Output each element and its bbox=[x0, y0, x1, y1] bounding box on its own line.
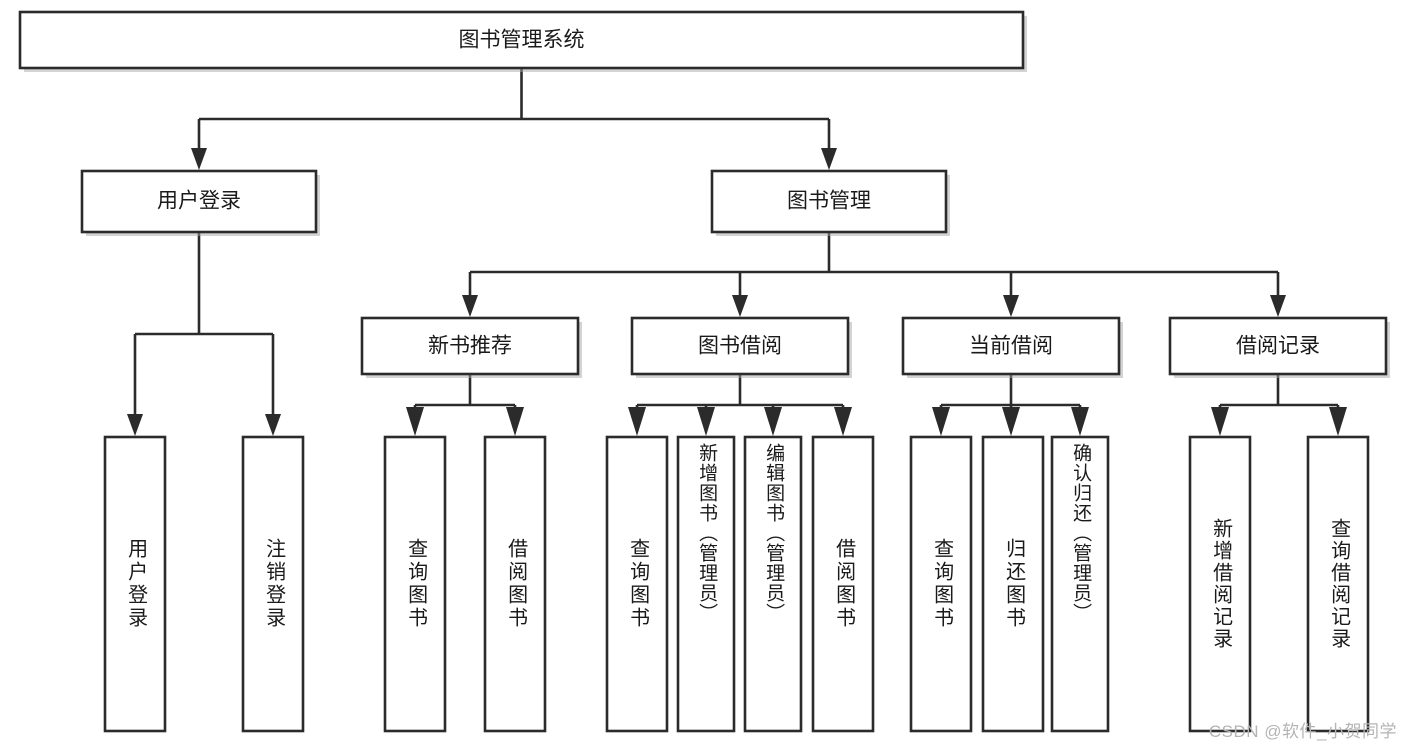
node-new-book-rec[interactable]: 新书推荐 bbox=[360, 316, 582, 378]
new-book-rec-label: 新书推荐 bbox=[428, 335, 512, 358]
user-login-box[interactable] bbox=[80, 169, 318, 234]
csdn-watermark: CSDN @软件_小贺同学 bbox=[1208, 722, 1397, 741]
leaf-return-book[interactable]: 归还图书 bbox=[983, 437, 1043, 731]
arrowhead-book-manage bbox=[821, 148, 837, 170]
leaf-logout-box[interactable] bbox=[241, 435, 305, 733]
node-root[interactable]: 图书管理系统 bbox=[18, 10, 1027, 72]
connector-group-root bbox=[191, 68, 837, 170]
leaf-logout-label: 注销登录 bbox=[262, 538, 285, 630]
arrowhead-leaf-query-book-2 bbox=[628, 407, 646, 436]
current-borrow-label: 当前借阅 bbox=[969, 335, 1053, 358]
root-box[interactable] bbox=[18, 10, 1025, 70]
book-borrow-label: 图书借阅 bbox=[698, 335, 782, 358]
user-login-label: 用户登录 bbox=[157, 190, 241, 213]
leaf-query-book-2-label: 查询图书 bbox=[626, 538, 649, 630]
arrowhead-leaf-confirm-return bbox=[1071, 407, 1089, 436]
leaf-borrow-book-2-box[interactable] bbox=[811, 435, 875, 733]
arrowhead-book-borrow bbox=[732, 295, 748, 317]
leaf-confirm-return[interactable]: 确认归还（管理员） bbox=[1052, 437, 1108, 731]
connector-group-book-manage bbox=[462, 232, 1286, 317]
leaf-borrow-book-1-box[interactable] bbox=[483, 435, 547, 733]
leaf-add-book-label: 新增图书（管理员） bbox=[696, 443, 718, 623]
leaf-add-book-box[interactable] bbox=[676, 435, 736, 733]
leaf-query-book-3-box[interactable] bbox=[909, 435, 973, 733]
leaf-add-record[interactable]: 新增借阅记录 bbox=[1190, 437, 1250, 731]
arrowhead-leaf-query-book-1 bbox=[406, 407, 424, 436]
leaf-confirm-return-box[interactable] bbox=[1050, 435, 1110, 733]
leaf-query-book-2-box[interactable] bbox=[605, 435, 669, 733]
leaf-user-login-label: 用户登录 bbox=[124, 538, 147, 630]
arrowhead-leaf-logout bbox=[265, 414, 281, 436]
new-book-rec-box[interactable] bbox=[360, 316, 580, 376]
leaf-add-book[interactable]: 新增图书（管理员） bbox=[678, 437, 734, 731]
connector-group-book-borrow bbox=[628, 374, 852, 436]
arrowhead-leaf-query-book-3 bbox=[932, 407, 950, 436]
current-borrow-box[interactable] bbox=[901, 316, 1121, 376]
book-manage-box[interactable] bbox=[710, 169, 948, 234]
arrowhead-leaf-user-login bbox=[127, 414, 143, 436]
leaf-query-book-1-box[interactable] bbox=[383, 435, 447, 733]
leaf-add-record-box[interactable] bbox=[1188, 435, 1252, 733]
leaf-query-record-label: 查询借阅记录 bbox=[1327, 518, 1350, 650]
leaf-query-record-box[interactable] bbox=[1306, 435, 1370, 733]
arrowhead-leaf-query-record bbox=[1329, 407, 1347, 436]
leaf-query-book-1[interactable]: 查询图书 bbox=[385, 437, 445, 731]
borrow-record-box[interactable] bbox=[1168, 316, 1388, 376]
leaf-user-login-box[interactable] bbox=[103, 435, 167, 733]
arrowhead-leaf-borrow-book-1 bbox=[506, 407, 524, 436]
arrowhead-current-borrow bbox=[1003, 295, 1019, 317]
node-current-borrow[interactable]: 当前借阅 bbox=[901, 316, 1123, 378]
leaf-query-book-3-label: 查询图书 bbox=[930, 538, 953, 630]
node-book-manage[interactable]: 图书管理 bbox=[710, 169, 950, 236]
leaf-query-book-3[interactable]: 查询图书 bbox=[911, 437, 971, 731]
connector-group-user-login bbox=[127, 232, 281, 436]
leaf-query-book-1-label: 查询图书 bbox=[404, 538, 427, 630]
arrowhead-leaf-edit-book bbox=[764, 407, 782, 436]
arrowhead-new-book-rec bbox=[462, 295, 478, 317]
node-book-borrow[interactable]: 图书借阅 bbox=[630, 316, 852, 378]
arrowhead-leaf-add-book bbox=[697, 407, 715, 436]
leaf-confirm-return-label: 确认归还（管理员） bbox=[1070, 443, 1092, 623]
leaf-borrow-book-2-label: 借阅图书 bbox=[832, 538, 855, 630]
borrow-record-label: 借阅记录 bbox=[1236, 335, 1320, 358]
leaf-return-book-box[interactable] bbox=[981, 435, 1045, 733]
leaf-edit-book-box[interactable] bbox=[743, 435, 803, 733]
connector-group-current-borrow bbox=[932, 374, 1089, 436]
leaf-user-login[interactable]: 用户登录 bbox=[105, 437, 165, 731]
arrowhead-leaf-add-record bbox=[1211, 407, 1229, 436]
leaf-borrow-book-1[interactable]: 借阅图书 bbox=[485, 437, 545, 731]
leaf-edit-book-label: 编辑图书（管理员） bbox=[763, 443, 785, 623]
leaf-query-record[interactable]: 查询借阅记录 bbox=[1308, 437, 1368, 731]
connector-group-new-book-rec bbox=[406, 374, 524, 436]
leaf-borrow-book-2[interactable]: 借阅图书 bbox=[813, 437, 873, 731]
book-borrow-box[interactable] bbox=[630, 316, 850, 376]
node-user-login[interactable]: 用户登录 bbox=[80, 169, 320, 236]
leaf-borrow-book-1-label: 借阅图书 bbox=[504, 538, 527, 630]
leaf-logout[interactable]: 注销登录 bbox=[243, 437, 303, 731]
leaf-boxes bbox=[103, 435, 1370, 733]
node-borrow-record[interactable]: 借阅记录 bbox=[1168, 316, 1390, 378]
leaf-edit-book[interactable]: 编辑图书（管理员） bbox=[745, 437, 801, 731]
book-manage-label: 图书管理 bbox=[787, 190, 871, 213]
leaf-query-book-2[interactable]: 查询图书 bbox=[607, 437, 667, 731]
leaf-add-record-label: 新增借阅记录 bbox=[1209, 518, 1232, 650]
arrowhead-borrow-record bbox=[1270, 295, 1286, 317]
arrowhead-user-login bbox=[191, 148, 207, 170]
connector-group-borrow-record bbox=[1211, 374, 1347, 436]
arrowhead-leaf-return-book bbox=[1002, 407, 1020, 436]
arrowhead-leaf-borrow-book-2 bbox=[834, 407, 852, 436]
leaf-return-book-label: 归还图书 bbox=[1002, 538, 1025, 630]
root-label: 图书管理系统 bbox=[459, 29, 585, 52]
